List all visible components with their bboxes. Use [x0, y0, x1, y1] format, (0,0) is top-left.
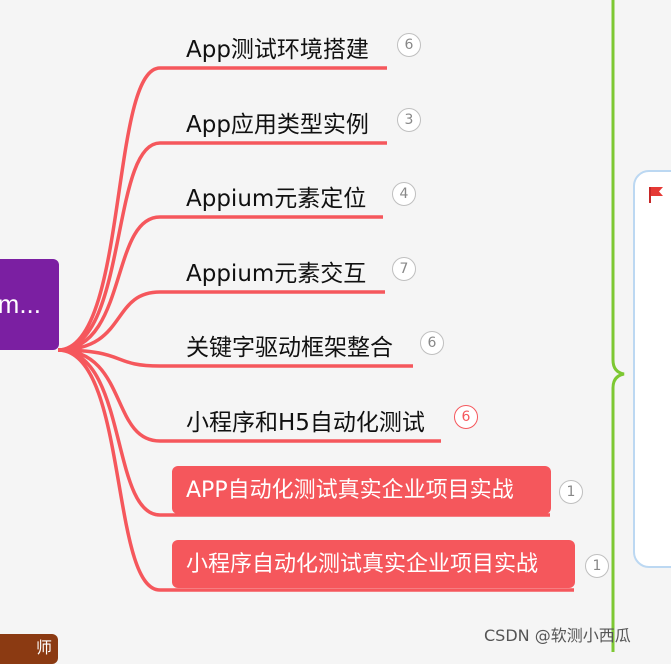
branch-node[interactable]: APP自动化测试真实企业项目实战	[172, 466, 551, 514]
child-count-badge[interactable]: 1	[559, 480, 583, 504]
branch-connector	[57, 290, 161, 352]
branch-connector	[57, 348, 161, 443]
branch-connector	[57, 215, 161, 352]
child-count-badge[interactable]: 7	[392, 257, 416, 281]
child-count-badge[interactable]: 1	[585, 554, 609, 578]
branch-connector	[57, 348, 161, 368]
flag-icon	[649, 187, 663, 203]
child-count-badge[interactable]: 6	[420, 331, 444, 355]
root-label: m...	[0, 289, 41, 319]
branch-node[interactable]: 关键字驱动框架整合	[186, 335, 393, 361]
branch-node[interactable]: App测试环境搭建	[186, 37, 369, 63]
branch-connector	[57, 141, 161, 352]
bottom-node-label: 师	[35, 640, 52, 657]
child-count-badge[interactable]: 3	[397, 108, 421, 132]
bottom-node[interactable]: 师	[0, 634, 58, 664]
branch-node[interactable]: App应用类型实例	[186, 112, 369, 138]
branch-connector	[57, 348, 161, 517]
underlines	[160, 66, 574, 592]
child-count-badge[interactable]: 6	[397, 33, 421, 57]
branch-connector	[57, 66, 161, 352]
root-node[interactable]: m...	[0, 259, 59, 350]
branch-node[interactable]: 小程序自动化测试真实企业项目实战	[172, 540, 575, 588]
branch-node[interactable]: 小程序和H5自动化测试	[186, 410, 425, 436]
watermark: CSDN @软测小西瓜	[484, 626, 631, 645]
connectors	[57, 66, 161, 592]
child-count-badge[interactable]: 6	[454, 405, 478, 429]
branch-node[interactable]: Appium元素定位	[186, 186, 367, 212]
divider-line	[611, 0, 625, 652]
child-count-badge[interactable]: 4	[392, 182, 416, 206]
right-panel[interactable]	[633, 170, 671, 568]
branch-node[interactable]: Appium元素交互	[186, 261, 367, 287]
branch-connector	[57, 348, 161, 592]
